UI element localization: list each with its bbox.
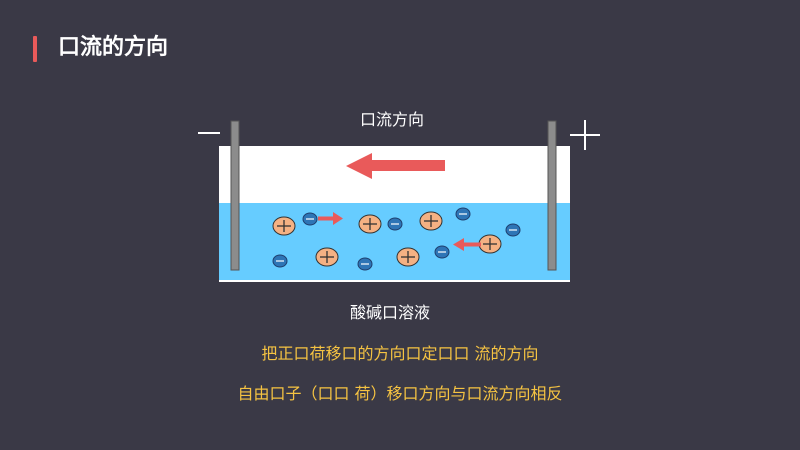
positive-ion-icon: [419, 211, 443, 231]
page-title: 口流的方向: [58, 35, 169, 60]
solution-area: [219, 203, 570, 281]
container-air: [219, 146, 570, 204]
negative-ion-icon: [357, 257, 373, 271]
statement-electron-direction: 自由口子（口口 荷）移口方向与口流方向相反: [237, 384, 563, 403]
current-direction-label: 口流方向: [360, 110, 425, 129]
negative-electrode: [230, 120, 240, 271]
negative-ion-icon: [387, 217, 403, 231]
positive-ion-icon: [272, 216, 296, 236]
positive-electrode: [547, 120, 557, 271]
positive-ion-icon: [478, 234, 502, 254]
negative-ion-icon: [434, 245, 450, 259]
statement-current-definition: 把正口荷移口的方向口定口口 流的方向: [261, 344, 539, 363]
current-direction-arrow-icon: [346, 153, 445, 179]
title-accent-bar: [33, 36, 37, 62]
negative-ion-icon: [455, 207, 471, 221]
positive-ion-icon: [315, 247, 339, 267]
ion-motion-right-arrow-icon: [318, 212, 343, 225]
positive-ion-icon: [358, 214, 382, 234]
positive-ion-icon: [396, 247, 420, 267]
negative-ion-icon: [505, 223, 521, 237]
negative-ion-icon: [302, 212, 318, 226]
solution-label: 酸碱口溶液: [350, 303, 431, 322]
ion-motion-left-arrow-icon: [453, 238, 481, 251]
negative-ion-icon: [272, 254, 288, 268]
plus-sign-icon: [570, 120, 600, 150]
